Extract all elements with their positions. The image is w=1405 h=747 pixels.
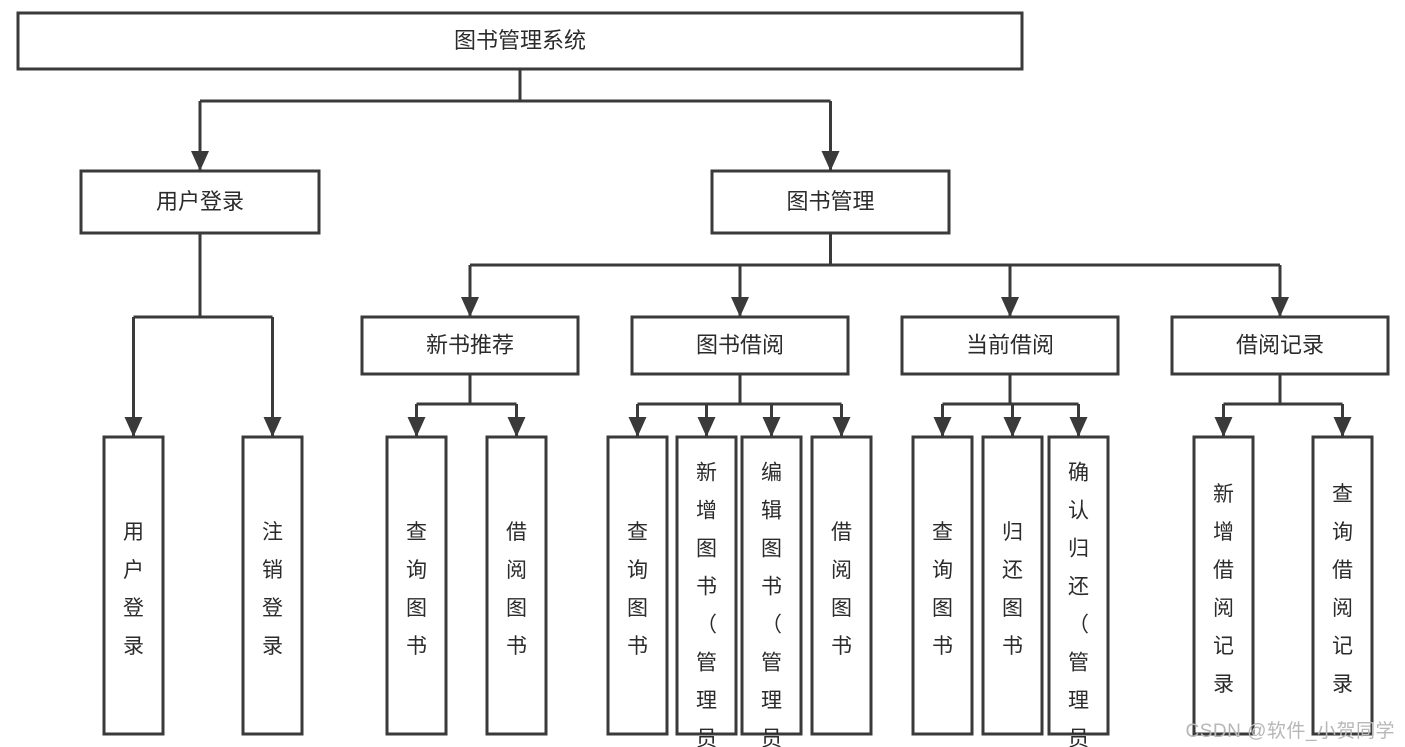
node-label-leaf-query-book-1: 查询图书: [406, 521, 427, 658]
arrow-head-icon: [263, 417, 282, 437]
node-box-leaf-add-book: [675, 435, 738, 736]
node-leaf-query-book-3[interactable]: 查询图书: [911, 435, 974, 736]
node-box-new-book-recommend: [360, 315, 580, 376]
node-box-book-manage: [710, 169, 951, 235]
node-box-leaf-query-book-3: [911, 435, 974, 736]
node-box-leaf-query-book-2: [606, 435, 669, 736]
node-label-leaf-borrow-book-2: 借阅图书: [831, 521, 852, 658]
arrow-head-icon: [762, 417, 781, 437]
node-label-leaf-query-book-3: 查询图书: [932, 521, 953, 658]
node-new-book-recommend[interactable]: 新书推荐: [360, 315, 580, 376]
node-book-borrow[interactable]: 图书借阅: [630, 315, 850, 376]
arrow-head-icon: [832, 417, 851, 437]
arrow-head-icon: [1001, 297, 1019, 317]
node-leaf-query-book-1[interactable]: 查询图书: [385, 435, 448, 736]
node-box-leaf-logout: [241, 435, 304, 736]
node-leaf-logout[interactable]: 注销登录: [241, 435, 304, 736]
node-leaf-add-book[interactable]: 新增图书（管理员）: [675, 435, 738, 747]
node-box-book-borrow: [630, 315, 850, 376]
node-leaf-query-record[interactable]: 查询借阅记录: [1311, 435, 1374, 736]
arrow-head-icon: [124, 417, 143, 437]
node-layer: 图书管理系统用户登录图书管理新书推荐图书借阅当前借阅借阅记录用户登录注销登录查询…: [16, 11, 1390, 747]
node-box-root: [16, 11, 1024, 71]
node-label-leaf-borrow-book-1: 借阅图书: [506, 521, 527, 658]
arrow-head-icon: [407, 417, 426, 437]
node-box-leaf-user-login: [102, 435, 165, 736]
node-box-leaf-query-book-1: [385, 435, 448, 736]
arrow-head-icon: [461, 297, 479, 317]
node-current-borrow[interactable]: 当前借阅: [900, 315, 1120, 376]
node-box-leaf-edit-book: [740, 435, 803, 736]
node-label-leaf-edit-book: 编辑图书（管理员）: [761, 462, 782, 747]
node-leaf-add-record[interactable]: 新增借阅记录: [1192, 435, 1255, 736]
arrow-head-icon: [933, 417, 952, 437]
node-label-leaf-query-record: 查询借阅记录: [1332, 483, 1353, 696]
arrow-head-icon: [1214, 417, 1233, 437]
node-label-book-manage: 图书管理: [786, 189, 874, 214]
node-leaf-borrow-book-2[interactable]: 借阅图书: [810, 435, 873, 736]
node-label-leaf-query-book-2: 查询图书: [627, 521, 648, 658]
node-leaf-query-book-2[interactable]: 查询图书: [606, 435, 669, 736]
node-label-leaf-add-book: 新增图书（管理员）: [696, 462, 717, 747]
arrow-head-icon: [697, 417, 716, 437]
arrow-head-icon: [1003, 417, 1022, 437]
arrow-head-icon: [1271, 297, 1289, 317]
node-box-user-login: [79, 169, 321, 235]
arrow-head-icon: [628, 417, 647, 437]
node-box-leaf-confirm-return: [1047, 435, 1110, 736]
arrow-head-icon: [191, 151, 209, 171]
node-label-leaf-user-login: 用户登录: [123, 521, 144, 658]
node-label-leaf-return-book: 归还图书: [1002, 521, 1023, 658]
arrow-head-icon: [821, 151, 840, 171]
node-leaf-return-book[interactable]: 归还图书: [981, 435, 1044, 736]
arrow-head-icon: [731, 297, 749, 317]
node-box-current-borrow: [900, 315, 1120, 376]
node-label-root: 图书管理系统: [454, 28, 586, 53]
node-root[interactable]: 图书管理系统: [16, 11, 1024, 71]
node-leaf-borrow-book-1[interactable]: 借阅图书: [485, 435, 548, 736]
arrow-head-icon: [507, 417, 526, 437]
node-label-current-borrow: 当前借阅: [966, 332, 1054, 357]
node-box-leaf-query-record: [1311, 435, 1374, 736]
node-leaf-user-login[interactable]: 用户登录: [102, 435, 165, 736]
node-user-login[interactable]: 用户登录: [79, 169, 321, 235]
node-label-user-login: 用户登录: [156, 189, 244, 214]
node-borrow-record[interactable]: 借阅记录: [1170, 315, 1390, 376]
node-leaf-confirm-return[interactable]: 确认归还（管理员）: [1047, 435, 1110, 747]
arrow-head-icon: [1333, 417, 1352, 437]
connector-layer: [124, 69, 1352, 437]
node-label-leaf-add-record: 新增借阅记录: [1213, 483, 1234, 696]
node-box-leaf-return-book: [981, 435, 1044, 736]
node-label-borrow-record: 借阅记录: [1236, 332, 1324, 357]
node-box-leaf-borrow-book-2: [810, 435, 873, 736]
node-label-book-borrow: 图书借阅: [696, 332, 784, 357]
node-label-new-book-recommend: 新书推荐: [426, 332, 514, 357]
node-label-leaf-logout: 注销登录: [262, 521, 283, 658]
node-label-leaf-confirm-return: 确认归还（管理员）: [1068, 462, 1089, 747]
node-box-leaf-borrow-book-1: [485, 435, 548, 736]
node-box-borrow-record: [1170, 315, 1390, 376]
arrow-head-icon: [1069, 417, 1088, 437]
node-book-manage[interactable]: 图书管理: [710, 169, 951, 235]
node-box-leaf-add-record: [1192, 435, 1255, 736]
node-leaf-edit-book[interactable]: 编辑图书（管理员）: [740, 435, 803, 747]
